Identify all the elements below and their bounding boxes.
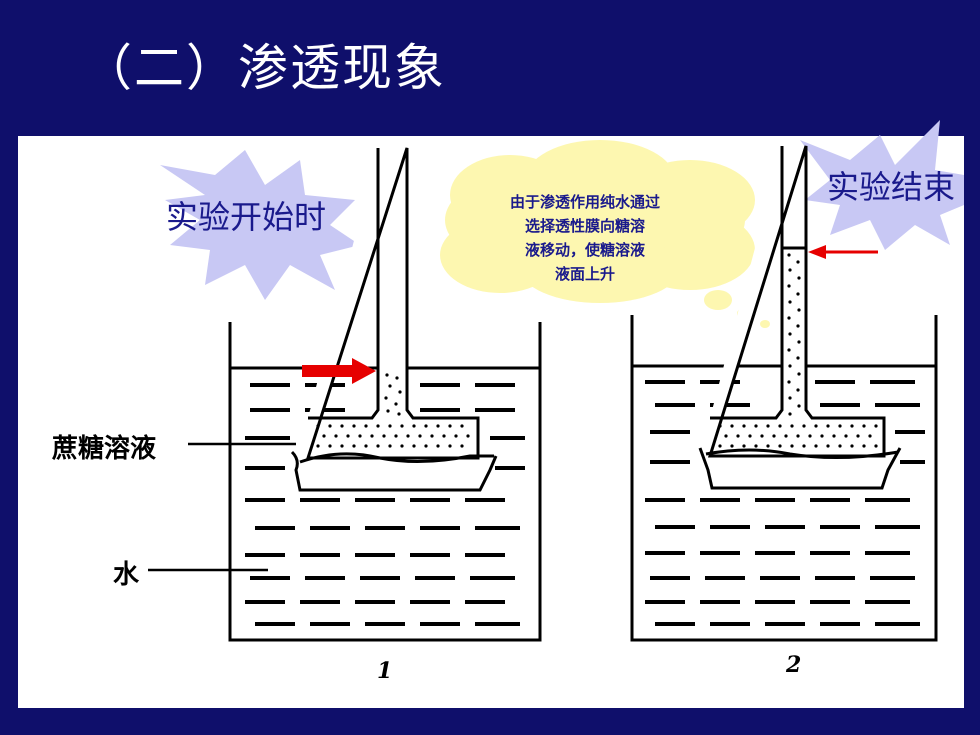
end-starburst <box>800 120 964 250</box>
label-start: 实验开始时 <box>166 198 327 236</box>
cloud-text: 由于渗透作用纯水通过 选择透性膜向糖溶 液移动，使糖溶液 液面上升 <box>460 190 710 286</box>
slide-title: （二）渗透现象 <box>82 39 446 97</box>
end-level-arrow <box>808 245 878 259</box>
membrane-1 <box>290 450 498 492</box>
funnel-1-solution-dots <box>316 373 470 448</box>
label-end: 实验结束 <box>827 168 956 206</box>
funnel-2-solution-dots <box>718 253 878 448</box>
cloud-line-4: 液面上升 <box>554 265 615 283</box>
beaker-2-water <box>645 380 925 626</box>
label-water: 水 <box>113 560 140 590</box>
beaker-number-2: 2 <box>786 652 802 678</box>
start-starburst <box>160 150 360 300</box>
start-level-arrow <box>302 358 376 384</box>
membrane-2 <box>698 447 902 490</box>
cloud-line-2: 选择透性膜向糖溶 <box>524 217 645 235</box>
funnel-2 <box>707 145 886 458</box>
cloud-line-1: 由于渗透作用纯水通过 <box>509 193 660 211</box>
beaker-number-1: 1 <box>377 658 393 684</box>
label-sucrose: 蔗糖溶液 <box>52 434 157 464</box>
cloud-line-3: 液移动，使糖溶液 <box>524 241 645 259</box>
